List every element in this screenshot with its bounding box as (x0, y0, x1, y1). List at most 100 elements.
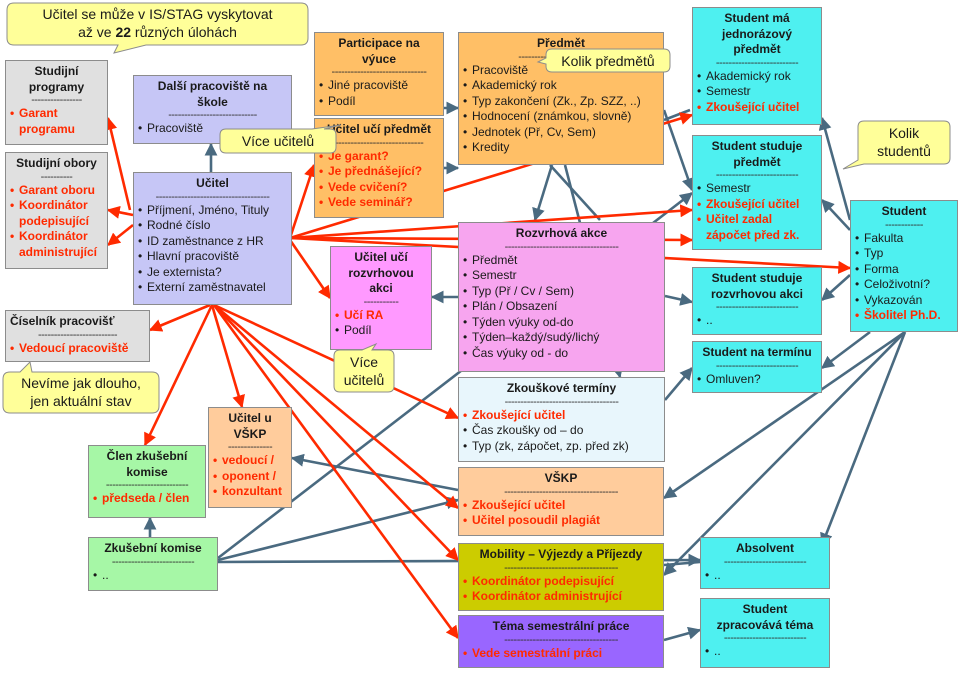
callout-bubble-shape (219, 124, 342, 154)
edge-red-garant-programu (104, 116, 132, 211)
box-tema-semestralni: Téma semestrální práce -----------------… (458, 615, 664, 668)
list-item: Hodnocení (známkou, slovně) (463, 109, 659, 125)
list-item: Fakulta (855, 231, 953, 247)
callout-kolik-predmetu: Kolik předmětů (536, 48, 672, 74)
list-item: Koordinátor administrující (10, 229, 103, 260)
list-item: Koordinátor podepisující (10, 198, 103, 229)
box-zkouskove-terminy: Zkouškové termíny ----------------------… (458, 377, 665, 462)
list-item: Podíl (319, 94, 439, 110)
edge-student-absolvent (820, 331, 907, 547)
box-mobility: Mobility – Výjezdy a Příjezdy ----------… (458, 543, 664, 611)
box-vskp: VŠKP -----------------------------------… (458, 467, 664, 536)
list-item: Zkoušející učitel (463, 498, 659, 514)
box-student-na-terminu: Student na termínu ---------------------… (692, 341, 822, 393)
separator: ------------------------------------ (504, 561, 618, 574)
list-item: Semestr (697, 84, 817, 100)
separator: -------------------------- (715, 56, 799, 69)
edge-zkouskove-student-termin (664, 367, 693, 401)
edge-red-ucitel-vskp (210, 304, 245, 409)
list-item: Rodné číslo (138, 218, 287, 234)
callout-bubble-shape (6, 2, 309, 54)
list-item: Garant programu (10, 106, 103, 137)
list-item: Učitel posoudil plagiát (463, 513, 659, 529)
list-item: Omluven? (697, 372, 817, 388)
list-item: Pracoviště (463, 63, 659, 79)
list-item: Forma (855, 262, 953, 278)
list-item: konzultant (213, 484, 287, 500)
list-item: Jednotek (Př, Cv, Sem) (463, 125, 659, 141)
list-item: Je externista? (138, 265, 287, 281)
list-item: Čas zkoušky od – do (463, 423, 660, 439)
callout-kolik-studentu: Kolik studentů (842, 120, 952, 170)
box-title: Student na termínu (702, 345, 812, 359)
separator: -------------------------- (715, 301, 799, 313)
box-title: Studijní obory (16, 156, 97, 170)
callout-nevime: Nevíme jak dlouho, jen aktuální stav (2, 360, 162, 416)
edge-tema-zpracovava (663, 626, 702, 642)
box-title: Student (881, 204, 927, 218)
box-title: Zkušební komise (104, 541, 202, 555)
list-item: Je garant? (319, 149, 439, 165)
list-item: Celoživotní? (855, 277, 953, 293)
list-item: Příjmení, Jméno, Tituly (138, 203, 287, 219)
edge-student-jednorazovy (818, 116, 852, 221)
separator: ------------------------------------ (504, 240, 619, 253)
edge-student-na-terminu (820, 330, 871, 370)
list-item: Zkoušející učitel (697, 197, 817, 213)
list-item: Podíl (335, 323, 427, 339)
edge-red-clen-komise (143, 304, 214, 447)
box-title: Absolvent (735, 541, 794, 555)
separator: -------------------------- (723, 555, 807, 568)
list-item: .. (705, 568, 825, 584)
box-title: Mobility – Výjezdy a Příjezdy (479, 547, 643, 561)
box-title: Číselník pracovišť (10, 314, 115, 328)
box-title: Předmět (536, 36, 586, 50)
list-item: Typ (855, 246, 953, 262)
list-item: Čas výuky od - do (463, 346, 660, 362)
list-item: .. (705, 644, 825, 660)
edge-red-vskp (213, 304, 459, 509)
callout-text: Kolik studentů (877, 125, 931, 159)
box-zkusebni-komise: Zkušební komise ------------------------… (88, 537, 218, 591)
edge-red-mobility (213, 304, 459, 561)
callout-text: Nevíme jak dlouho, jen aktuální stav (21, 375, 141, 409)
list-item: Vykazován (855, 293, 953, 309)
separator: ---------------------------- (334, 136, 424, 149)
box-rozvrhova-akce: Rozvrhová akce -------------------------… (458, 222, 665, 372)
edge-predmet-rozvrhova-b (549, 164, 601, 221)
separator: ------------------------------------ (155, 190, 270, 203)
list-item: Jiné pracoviště (319, 78, 439, 94)
list-item: Školitel Ph.D. (855, 308, 953, 324)
callout-text: Kolik předmětů (561, 53, 655, 69)
list-item: Koordinátor administrující (463, 589, 659, 605)
list-item: Typ (Př / Cv / Sem) (463, 284, 660, 300)
edge-red-studijni-obory-b (106, 223, 134, 247)
list-item: Externí zaměstnavatel (138, 280, 287, 296)
callout-vice-ucitelu-2: Více učitelů (333, 342, 396, 394)
list-item: Vedoucí pracoviště (10, 341, 145, 357)
box-absolvent: Absolvent -------------------------- .. (700, 537, 830, 589)
list-item: Akademický rok (697, 69, 817, 85)
separator: ------------------------------------ (504, 633, 618, 646)
box-title: Učitel (196, 176, 229, 190)
edge-student-studuje-predmet (821, 199, 851, 231)
callout-text: Více učitelů (343, 354, 385, 388)
callout-text: Více učitelů (241, 133, 315, 149)
edge-student-vskp (662, 330, 906, 500)
